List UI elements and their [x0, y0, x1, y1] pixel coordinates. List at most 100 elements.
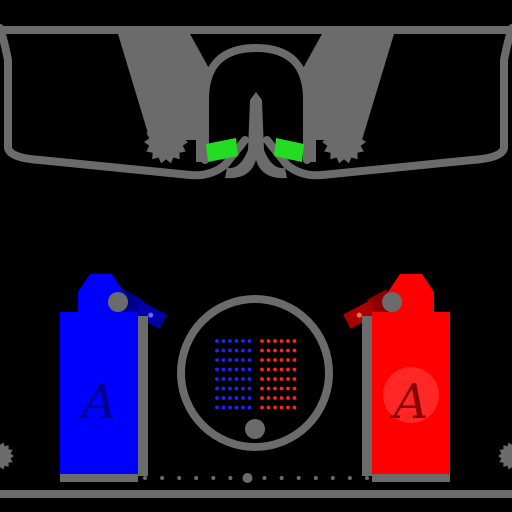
score-dot — [292, 396, 297, 400]
score-dot — [215, 396, 219, 400]
blue-tower-base — [60, 474, 138, 482]
blue-player[interactable]: A — [60, 274, 168, 482]
blue-pivot — [108, 292, 128, 312]
score-dot — [266, 367, 271, 372]
score-dot — [247, 339, 252, 343]
score-dot — [228, 358, 232, 362]
score-dot — [241, 405, 245, 410]
score-dot — [215, 405, 219, 410]
rail — [143, 473, 369, 483]
score-dot — [286, 396, 290, 400]
score-dot — [260, 358, 264, 362]
score-dot — [228, 396, 232, 400]
score-dot — [279, 405, 284, 410]
score-dot — [286, 358, 290, 362]
score-dot — [234, 367, 239, 372]
score-dot — [266, 348, 271, 353]
left-sensor — [206, 138, 238, 162]
score-dot — [273, 405, 277, 410]
score-dot — [215, 339, 219, 343]
gears — [0, 120, 512, 470]
left-post — [196, 100, 206, 162]
rail-dot — [160, 476, 165, 480]
red-letter: A — [390, 374, 429, 430]
score-dot — [247, 405, 252, 410]
score-dot — [266, 358, 271, 362]
score-dot — [273, 386, 277, 391]
score-dot — [292, 348, 297, 353]
score-dot — [234, 377, 239, 381]
score-dot — [260, 367, 264, 372]
rail-dot — [228, 476, 233, 480]
score-dot — [279, 358, 284, 362]
score-dot — [292, 367, 297, 372]
rail-dot — [194, 476, 199, 480]
rail-dot — [330, 476, 335, 480]
rail-dot — [211, 476, 216, 480]
rail-slider-handle[interactable] — [242, 473, 253, 483]
score-dot — [228, 386, 232, 391]
score-dot — [273, 367, 277, 372]
gear-icon — [144, 120, 188, 164]
score-dot — [273, 339, 277, 343]
score-dot — [292, 358, 297, 362]
right-post — [306, 100, 316, 162]
score-dot — [228, 405, 232, 410]
score-dot — [266, 386, 271, 391]
left-ramp — [0, 24, 249, 180]
right-sensor — [274, 138, 304, 162]
red-score-dots — [260, 339, 297, 410]
score-dot — [228, 377, 232, 381]
score-dot — [260, 348, 264, 353]
red-tower-pole — [362, 316, 374, 476]
score-dot — [260, 396, 264, 400]
score-dot — [241, 386, 245, 391]
score-dot — [221, 348, 226, 353]
score-dot — [292, 386, 297, 391]
score-dot — [234, 396, 239, 400]
score-dot — [247, 386, 252, 391]
score-dot — [279, 396, 284, 400]
score-dot — [292, 405, 297, 410]
score-dot — [279, 367, 284, 372]
score-dot — [221, 405, 226, 410]
center-spike — [225, 92, 287, 179]
blue-score-dots — [215, 339, 252, 410]
score-dot — [273, 348, 277, 353]
score-dot — [286, 386, 290, 391]
score-dot — [286, 339, 290, 343]
left-funnel-wing — [118, 34, 210, 140]
score-dot — [266, 377, 271, 381]
right-funnel-wing — [302, 34, 394, 140]
score-dot — [279, 377, 284, 381]
top-frame — [0, 24, 512, 180]
score-dot — [279, 386, 284, 391]
score-dot — [241, 339, 245, 343]
score-dot — [273, 358, 277, 362]
score-dot — [241, 358, 245, 362]
red-tower[interactable] — [372, 312, 450, 474]
score-dot — [286, 377, 290, 381]
score-dot — [234, 405, 239, 410]
score-dot — [260, 377, 264, 381]
score-dot — [215, 377, 219, 381]
gear-icon — [322, 120, 366, 164]
blue-tower[interactable] — [60, 312, 138, 474]
score-dot — [234, 386, 239, 391]
gear-icon — [498, 442, 512, 470]
score-dot — [266, 405, 271, 410]
rail-dot — [365, 476, 369, 480]
rail-dot — [313, 476, 318, 480]
score-dial-knob[interactable] — [245, 419, 265, 439]
score-dot — [241, 377, 245, 381]
red-player[interactable]: A — [342, 274, 450, 482]
score-dot — [215, 358, 219, 362]
score-dot — [221, 339, 226, 343]
rail-dot — [347, 476, 352, 480]
score-dot — [215, 386, 219, 391]
score-dot — [260, 386, 264, 391]
score-dot — [221, 396, 226, 400]
score-dot — [286, 405, 290, 410]
score-dot — [234, 339, 239, 343]
